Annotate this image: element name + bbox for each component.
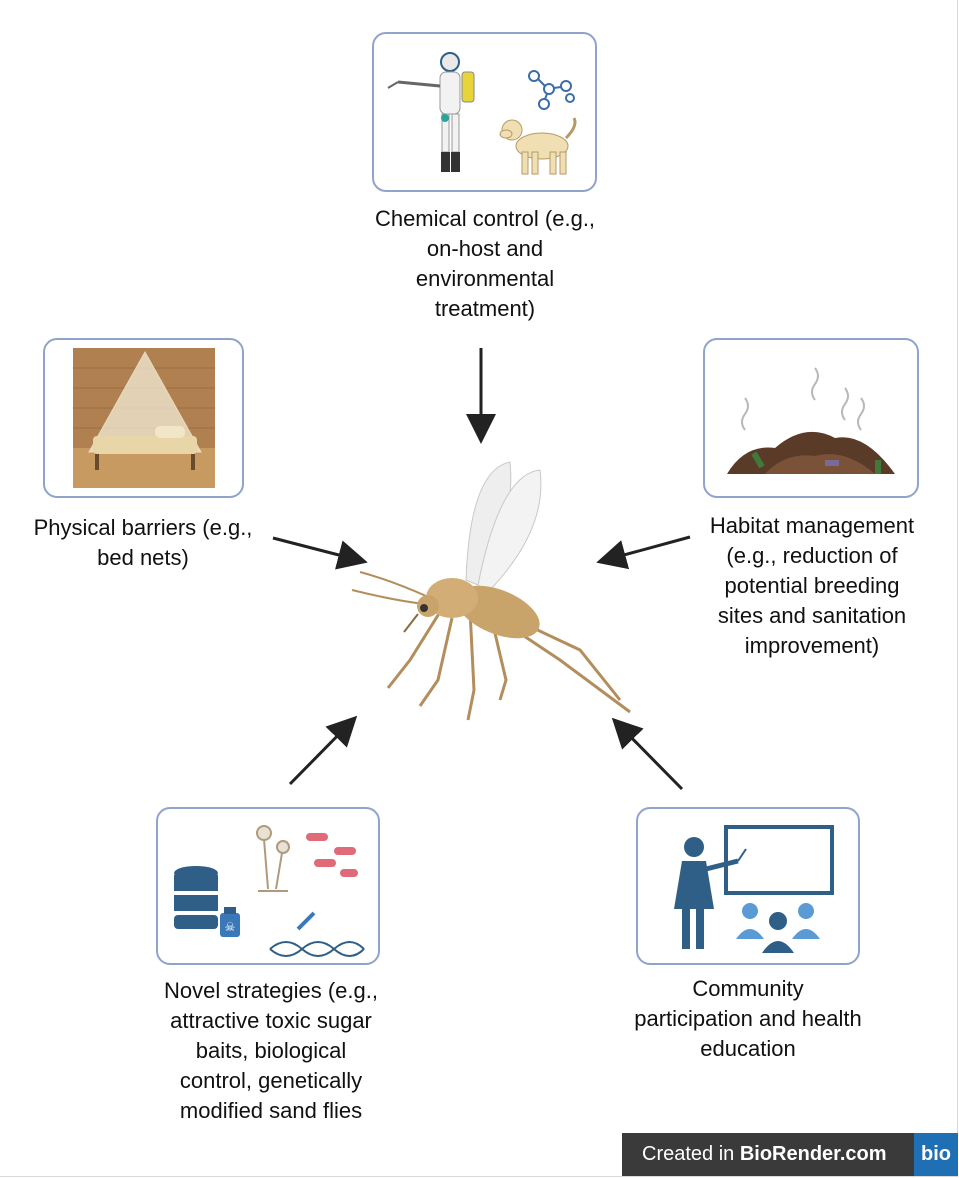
sprayer-person-icon — [387, 52, 475, 172]
arrow-from-habitat — [596, 535, 691, 570]
community-label: Community participation and health educa… — [634, 976, 862, 1061]
fungus-icon — [256, 825, 290, 892]
biorender-badge[interactable]: Created in BioRender.com bio — [622, 1133, 958, 1176]
bed-net-icon — [73, 348, 215, 488]
bacteria-icon — [306, 833, 358, 877]
created-in-text: Created in — [642, 1143, 740, 1165]
biorender-text: Created in BioRender.com — [622, 1143, 914, 1166]
dog-icon — [499, 117, 577, 175]
molecule-icon — [528, 70, 575, 110]
chemical-control-card — [372, 32, 597, 192]
habitat-management-label: Habitat management (e.g., reduction of p… — [709, 513, 915, 658]
database-icon — [174, 866, 218, 929]
physical-barriers-label: Physical barriers (e.g., bed nets) — [33, 515, 253, 570]
novel-strategies-label: Novel strategies (e.g., attractive toxic… — [164, 978, 378, 1123]
novel-strategies-card: ☠ — [156, 807, 380, 965]
habitat-management-card — [703, 338, 919, 498]
svg-text:☠: ☠ — [225, 920, 236, 934]
chemical-control-label: Chemical control (e.g., on-host and envi… — [374, 206, 596, 321]
biorender-logo-icon: bio — [914, 1133, 958, 1176]
whiteboard-icon — [724, 825, 834, 895]
audience-icon — [736, 903, 820, 953]
arrow-from-community — [611, 717, 684, 791]
biorender-brand-name: BioRender.com — [739, 1143, 887, 1165]
arrow-from-physical — [272, 536, 368, 570]
dna-icon — [269, 911, 365, 957]
arrow-from-novel — [288, 715, 358, 786]
physical-barriers-card — [43, 338, 244, 498]
teacher-icon — [674, 837, 747, 949]
community-card — [636, 807, 860, 965]
garbage-pile-icon — [727, 367, 895, 474]
poison-bottle-icon: ☠ — [220, 907, 240, 937]
sand-fly-icon — [351, 461, 631, 721]
